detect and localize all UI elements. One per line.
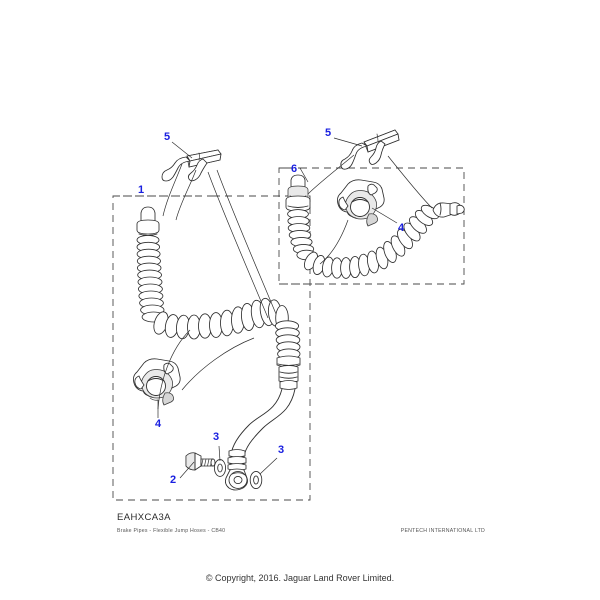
callout-5-right: 5 — [325, 127, 331, 139]
callout-5-left: 5 — [164, 131, 170, 143]
callout-labels: 1 2 3 3 4 4 5 5 6 — [138, 127, 405, 486]
hose-end-right — [432, 202, 465, 218]
hose-coil-run-left — [153, 297, 301, 360]
hose-end-fitting — [285, 174, 311, 212]
sealing-washer-upper — [213, 459, 227, 477]
part-code-label: EAHXCA3A — [117, 512, 171, 523]
clip-right — [340, 129, 400, 170]
diagram-description: Brake Pipes - Flexible Jump Hoses - CB40 — [117, 528, 225, 534]
left-coiled-hose — [136, 206, 301, 458]
clip-left — [161, 149, 222, 182]
clamp-left — [133, 358, 181, 406]
callout-1: 1 — [138, 184, 144, 196]
hose-tail-left — [230, 388, 296, 458]
callout-2: 2 — [170, 474, 176, 486]
callout-4-left: 4 — [155, 418, 162, 430]
right-coiled-hose — [285, 174, 465, 279]
banjo-bolt — [185, 452, 216, 471]
callout-3-lower: 3 — [278, 444, 284, 456]
copyright-notice: © Copyright, 2016. Jaguar Land Rover Lim… — [206, 573, 394, 583]
banjo-fitting — [225, 449, 248, 491]
hose-coil-run-right — [287, 204, 440, 279]
hose-lower-collar-left — [276, 355, 301, 390]
callout-leaders — [157, 137, 398, 479]
clamp-right — [337, 179, 385, 227]
assembly-guide-lines — [157, 154, 433, 410]
callout-4-right: 4 — [398, 222, 405, 234]
callout-3-upper: 3 — [213, 431, 219, 443]
sealing-washer-lower — [249, 470, 263, 490]
vendor-label: PENTECH INTERNATIONAL LTD — [401, 528, 485, 534]
left-assembly-group — [112, 195, 311, 501]
hose-upper-ribbed-left — [136, 206, 166, 323]
callout-6: 6 — [291, 163, 297, 175]
right-assembly-group — [278, 167, 465, 285]
